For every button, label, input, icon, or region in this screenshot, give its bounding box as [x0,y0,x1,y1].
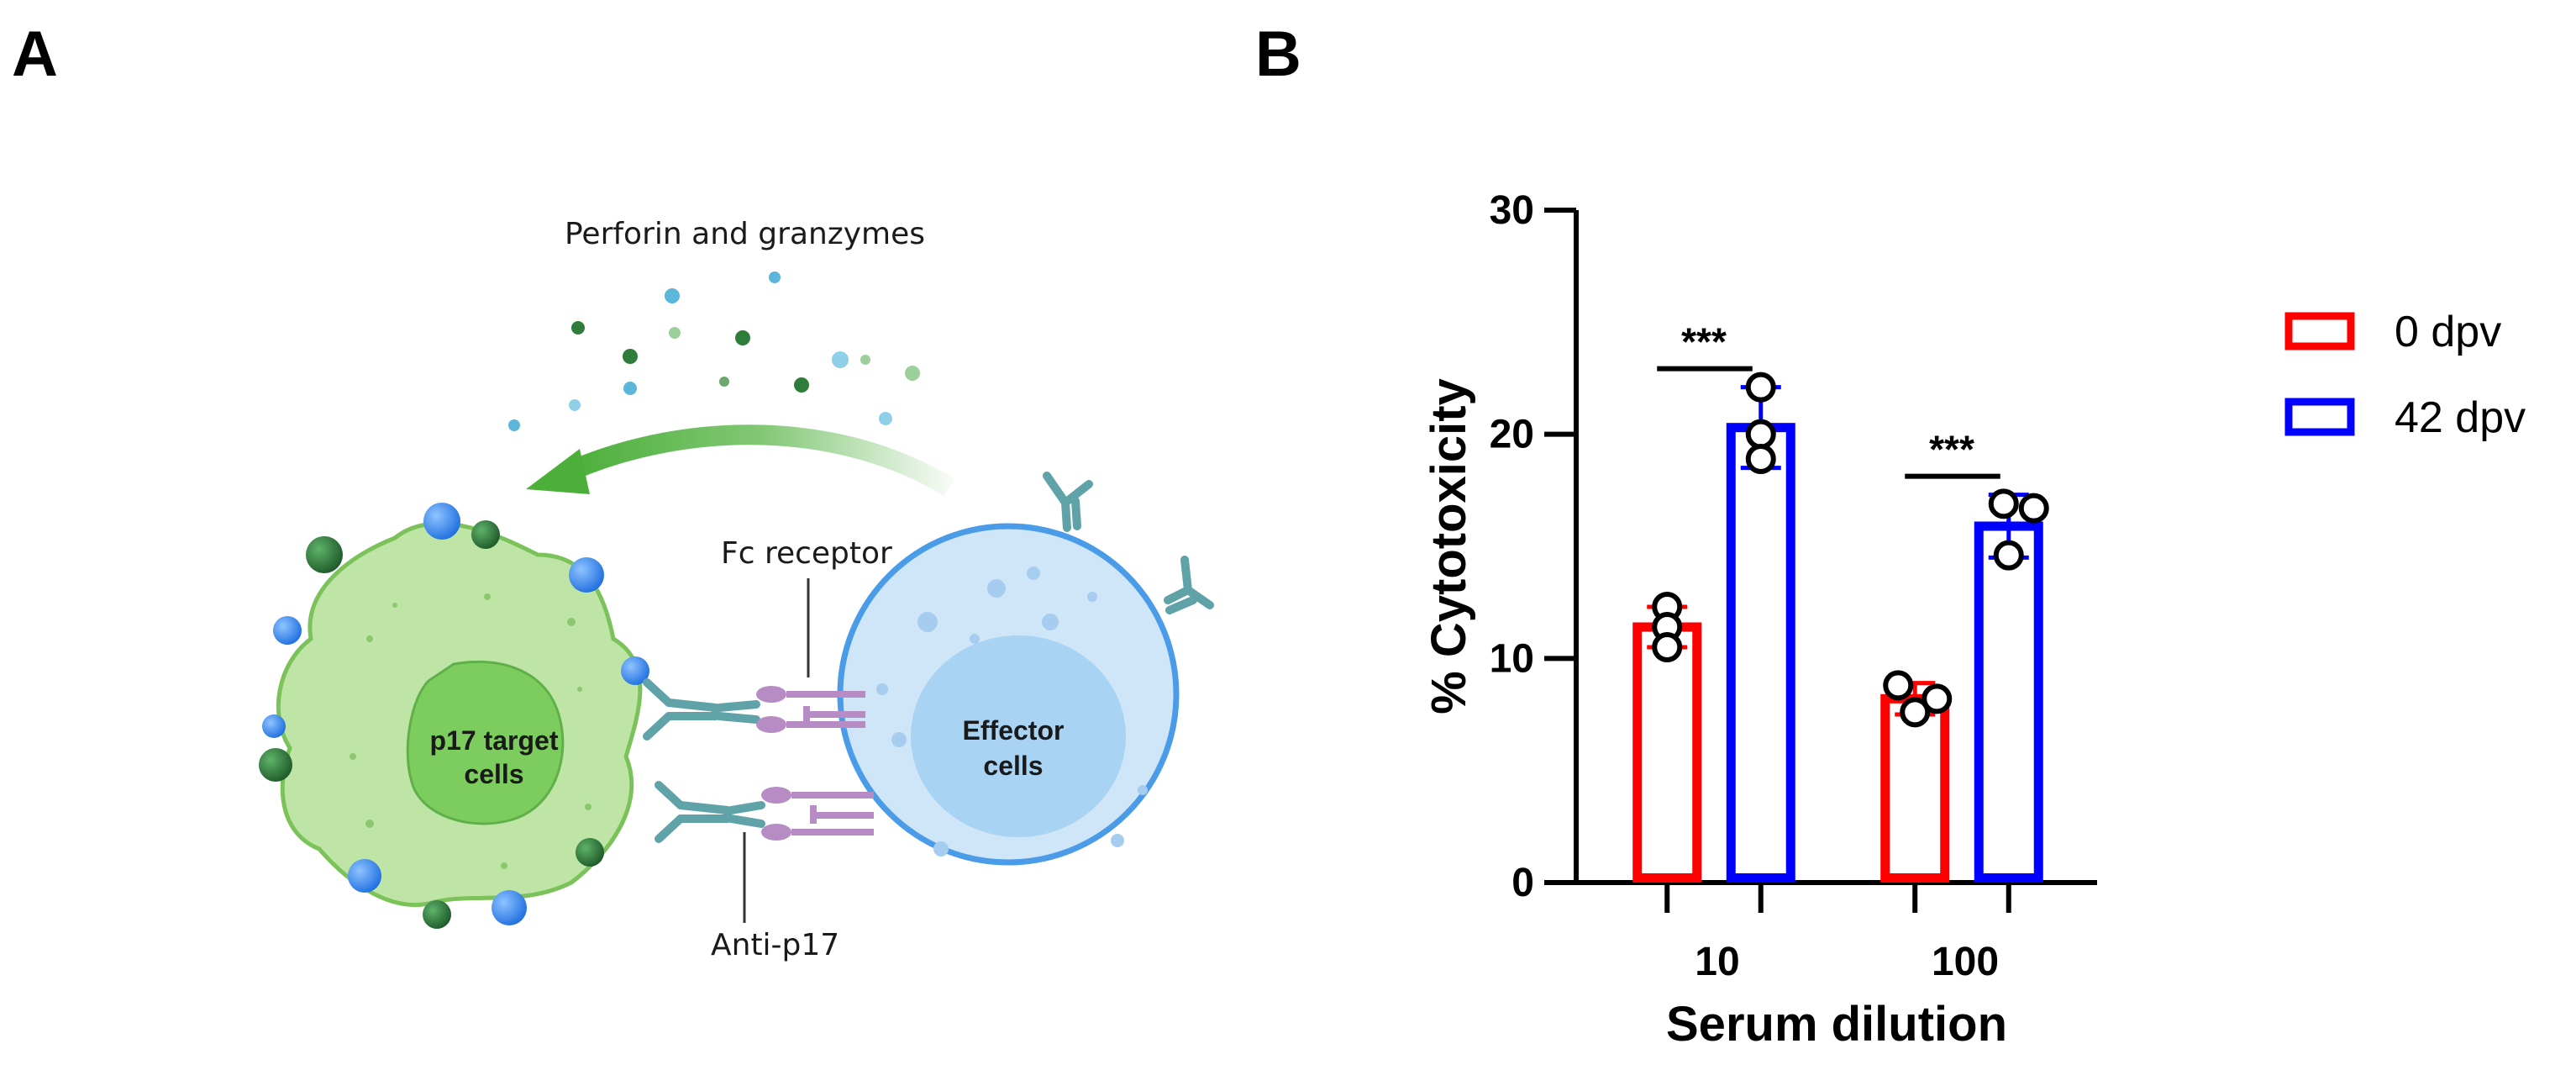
bead [423,503,460,540]
target-cell-label-2: cells [464,759,523,789]
release-arrow-head [526,449,590,494]
granule [623,382,637,395]
granule [571,321,585,335]
significance-label: *** [1929,428,1974,472]
antibody-label: Anti-p17 [711,928,839,962]
panel-a: A Perforin and granzymes [12,18,1214,962]
target-cell-nucleus [406,661,565,825]
bead [348,859,381,893]
antibody-arm [676,801,732,823]
data-point [1921,683,1953,714]
granule [719,377,729,387]
granule [508,419,520,431]
panel-a-letter: A [12,18,58,90]
effector-cell: Effector cells [837,523,1180,866]
surface-antibody-right [1164,556,1214,614]
x-axis-title: Serum dilution [1666,997,2007,1052]
bar-42-dpv-10 [1726,423,1795,883]
release-arrow-shaft [567,424,955,497]
legend-swatch-0-dpv [2284,312,2355,351]
granules-cluster [508,271,920,431]
granule [879,412,892,425]
antibody-receptor-lower [655,781,874,843]
surface-antibody-top [1043,472,1093,532]
granule [623,349,638,364]
granule [569,399,581,411]
panel-b-letter: B [1255,18,1301,90]
target-surface-beads [259,503,649,929]
antibody-arm [665,698,720,720]
data-point [1745,419,1776,450]
significance-label: *** [1681,320,1727,364]
y-tick-label: 20 [1490,413,1534,457]
effector-cell-label-2: cells [983,751,1043,781]
granule [794,377,809,393]
y-axis-title: % Cytotoxicity [1422,378,1476,714]
granule [669,327,681,339]
bar-0-dpv-10 [1632,622,1702,883]
granule [832,351,849,368]
x-tick-label-10: 10 [1695,940,1739,984]
bead [471,520,500,549]
effector-cell-nucleus [911,635,1126,837]
granule [769,271,781,283]
fc-receptor-domain [756,686,786,703]
y-tick-label: 10 [1490,636,1534,681]
bead [259,748,292,782]
granule [735,330,750,345]
granule [905,366,920,381]
data-point [1652,632,1683,662]
bead [621,656,649,685]
effector-cell-label-1: Effector [963,715,1065,746]
y-tick-label: 0 [1511,861,1534,905]
data-point [1745,444,1776,474]
bead [423,900,451,929]
target-cell: p17 target cells [276,521,643,907]
data-point [1745,372,1776,403]
bar-42-dpv-100 [1974,521,2043,883]
fc-receptor-domain [761,787,791,804]
data-point [1993,540,2024,571]
granule [665,288,680,303]
fc-receptor-label: Fc receptor [721,536,892,571]
data-point [1900,697,1931,728]
bead [262,714,286,738]
data-point [1988,488,2019,519]
perforin-label: Perforin and granzymes [565,217,925,251]
legend-label-42-dpv: 42 dpv [2395,393,2526,442]
target-cell-label-1: p17 target [430,725,559,756]
release-arrow [526,424,955,497]
fc-receptor-stalk [791,792,874,835]
bead [492,890,527,925]
legend-label-0-dpv: 0 dpv [2395,308,2501,356]
legend-swatch-42-dpv [2284,398,2355,436]
bead [576,838,604,867]
bead [569,557,604,593]
granule [860,355,870,365]
x-tick-label-100: 100 [1932,940,1999,984]
data-point [1883,670,1914,701]
antibody-receptor-upper [643,678,865,741]
y-tick-label: 30 [1490,188,1534,233]
fc-receptor-stalk [786,691,865,728]
bead [273,616,302,645]
bead [306,536,343,573]
data-point [2018,493,2049,524]
